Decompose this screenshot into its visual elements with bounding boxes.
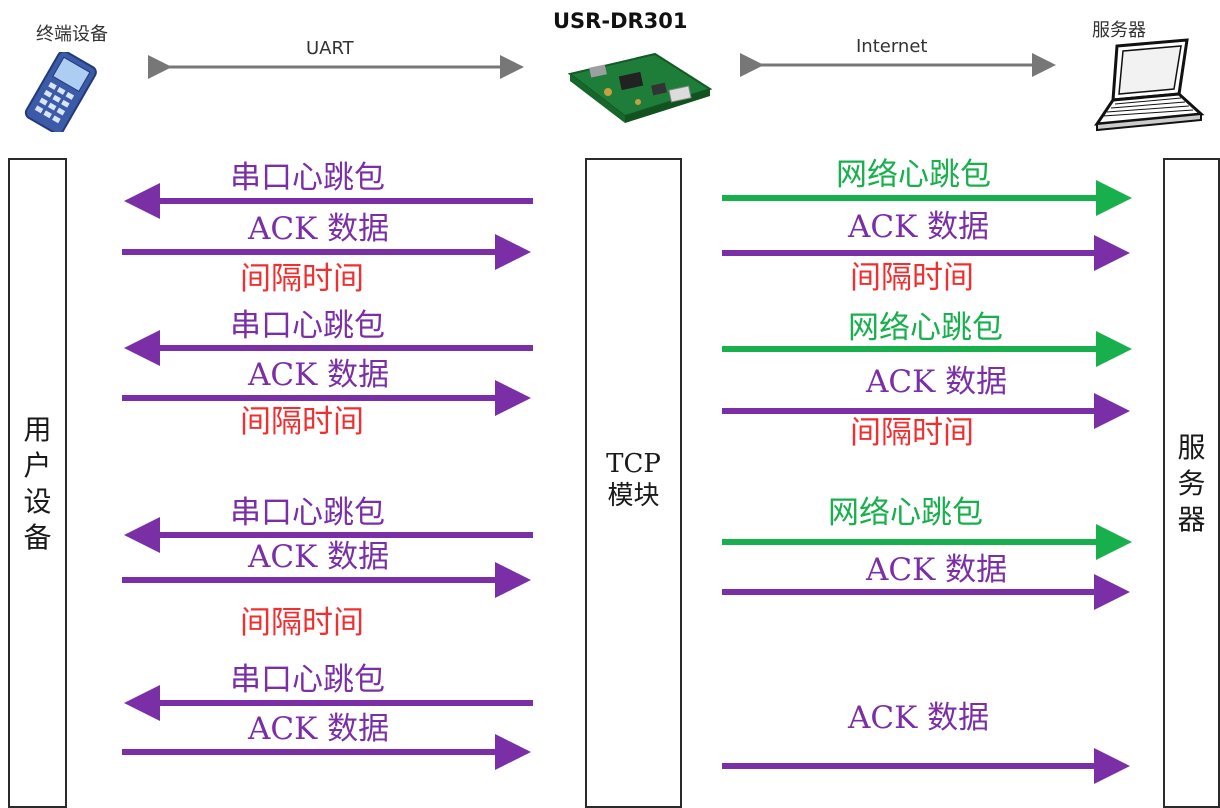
module-title: USR-DR301 xyxy=(553,9,688,33)
circuit-board-icon xyxy=(567,52,713,123)
server-label: 服 务 器 xyxy=(1177,431,1206,536)
interval-label-left-2: 间隔时间 xyxy=(240,404,364,440)
serial-heartbeat-label-4: 串口心跳包 xyxy=(230,662,385,698)
server-column: 服 务 器 xyxy=(1163,158,1220,808)
handheld-terminal-icon xyxy=(24,52,97,132)
laptop-icon xyxy=(1094,38,1205,132)
ack-label-left-4: ACK 数据 xyxy=(248,711,390,747)
serial-heartbeat-label-1: 串口心跳包 xyxy=(230,160,385,196)
internet-label: Internet xyxy=(856,36,928,57)
ack-label-right-2: ACK 数据 xyxy=(866,364,1008,400)
ack-label-right-1: ACK 数据 xyxy=(848,209,990,245)
interval-label-right-2: 间隔时间 xyxy=(850,415,974,451)
ack-label-right-4: ACK 数据 xyxy=(848,700,990,736)
user-device-column: 用 户 设 备 xyxy=(8,158,67,808)
network-heartbeat-label-3: 网络心跳包 xyxy=(828,495,983,531)
uart-label: UART xyxy=(306,38,354,59)
interval-label-left-1: 间隔时间 xyxy=(240,261,364,297)
ack-label-left-3: ACK 数据 xyxy=(248,539,390,575)
interval-label-right-1: 间隔时间 xyxy=(850,260,974,296)
terminal-device-label: 终端设备 xyxy=(36,24,108,45)
network-heartbeat-label-1: 网络心跳包 xyxy=(836,157,991,193)
tcp-module-column: TCP 模块 xyxy=(585,158,682,808)
serial-heartbeat-label-3: 串口心跳包 xyxy=(230,495,385,531)
tcp-module-label: TCP 模块 xyxy=(606,449,661,511)
ack-label-right-3: ACK 数据 xyxy=(866,552,1008,588)
user-device-label: 用 户 设 备 xyxy=(23,413,52,554)
server-top-label: 服务器 xyxy=(1092,20,1146,41)
ack-label-left-1: ACK 数据 xyxy=(248,211,390,247)
ack-label-left-2: ACK 数据 xyxy=(248,357,390,393)
network-heartbeat-label-2: 网络心跳包 xyxy=(848,310,1003,346)
interval-label-left-3: 间隔时间 xyxy=(240,605,364,641)
serial-heartbeat-label-2: 串口心跳包 xyxy=(230,308,385,344)
